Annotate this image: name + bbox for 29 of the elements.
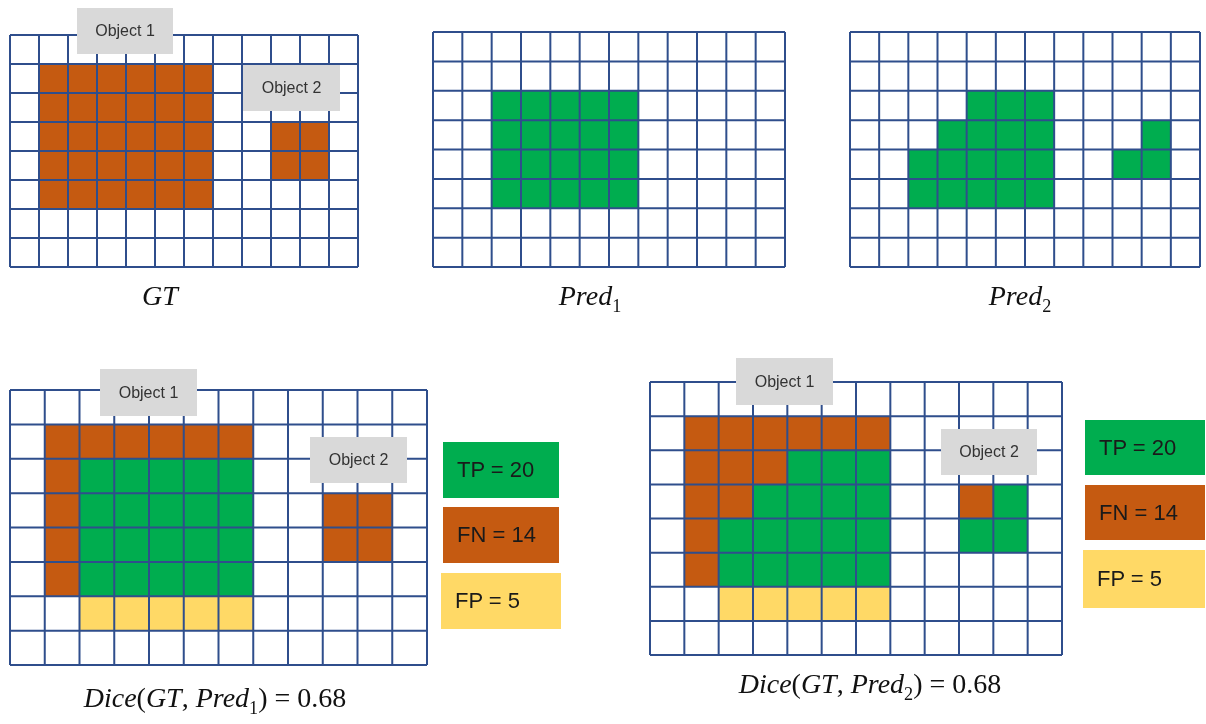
metric-box bbox=[1085, 485, 1205, 540]
object-label bbox=[243, 65, 340, 111]
formula-caption: GT bbox=[142, 280, 178, 312]
metric-box bbox=[1085, 420, 1205, 475]
metric-box bbox=[1083, 550, 1205, 608]
formula-caption: Pred$_{1}$ bbox=[558, 280, 622, 317]
formula-caption: Pred$_{2}$ bbox=[988, 280, 1052, 317]
formula-caption: Dice(GT, Pred$_{1}$) = 0.68 bbox=[83, 682, 347, 719]
metric-box bbox=[443, 442, 559, 498]
label-text: FP = 5 bbox=[1097, 566, 1163, 592]
label-text: TP = 20 bbox=[457, 457, 535, 483]
label-text: FN = 14 bbox=[1099, 499, 1178, 526]
label-text: Object 2 bbox=[959, 443, 1019, 461]
label-text: FN = 14 bbox=[457, 522, 536, 548]
label-text: Object 2 bbox=[261, 79, 322, 97]
object-label bbox=[77, 8, 173, 54]
label-text: Object 1 bbox=[118, 383, 179, 402]
formula-caption: Dice(GT, Pred$_{2}$) = 0.68 bbox=[738, 668, 1002, 705]
object-label bbox=[941, 429, 1037, 475]
object-label bbox=[736, 358, 833, 405]
metric-box bbox=[441, 573, 561, 629]
object-label bbox=[310, 437, 407, 483]
label-text: Object 1 bbox=[95, 22, 155, 40]
label-text: Object 2 bbox=[328, 451, 389, 469]
label-text: TP = 20 bbox=[1099, 434, 1177, 461]
metric-box bbox=[443, 507, 559, 563]
label-text: Object 1 bbox=[754, 372, 815, 391]
label-text: FP = 5 bbox=[455, 588, 521, 614]
object-label bbox=[100, 369, 197, 416]
